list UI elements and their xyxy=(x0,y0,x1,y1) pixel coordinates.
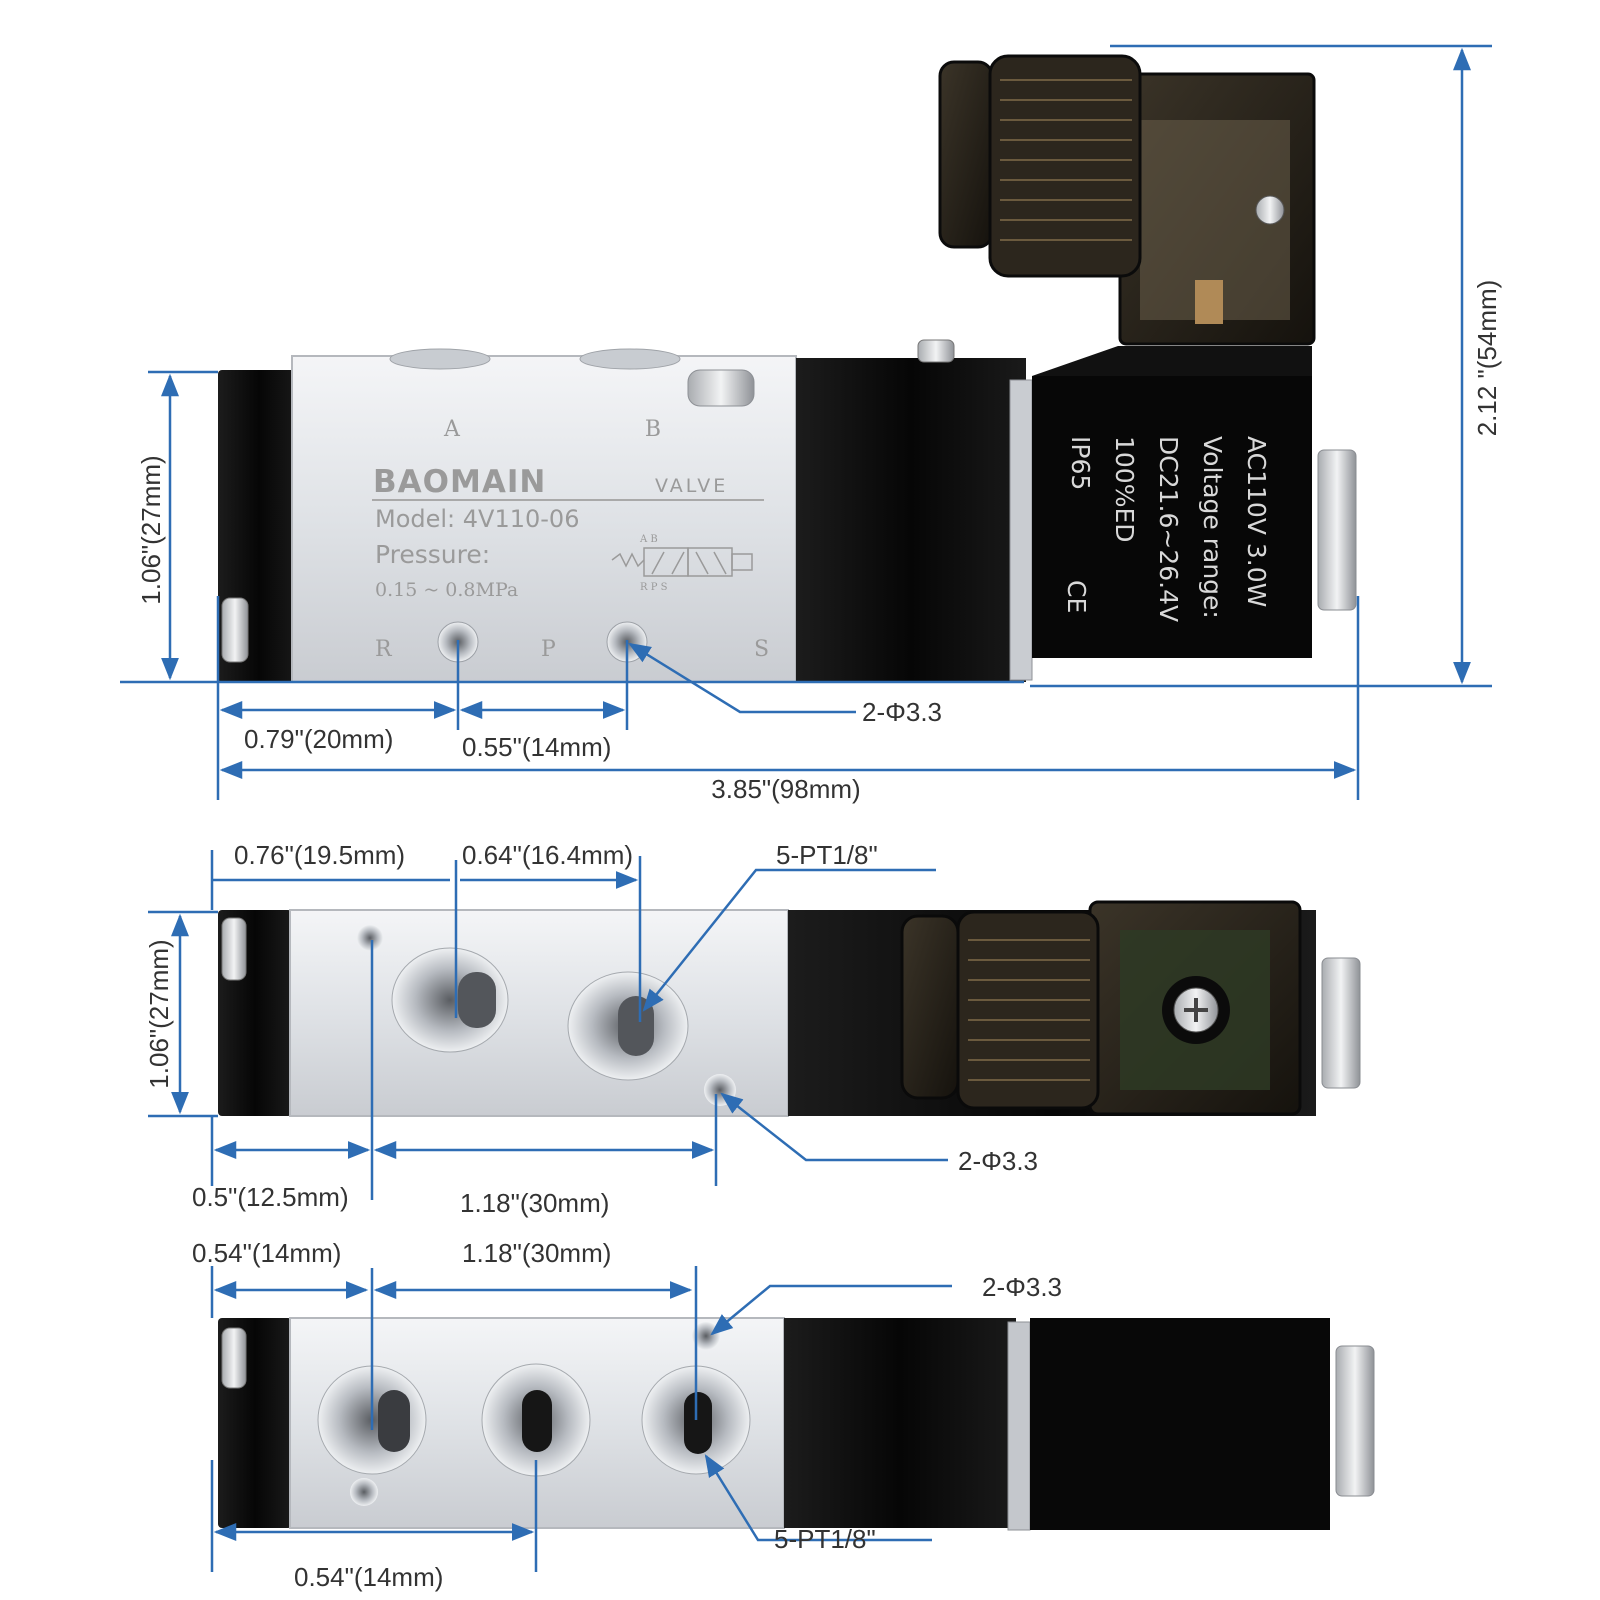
svg-text:1.06"(27mm): 1.06"(27mm) xyxy=(144,939,174,1088)
front-height-label: 1.06"(27mm) xyxy=(136,455,166,604)
top-mount-hole-1 xyxy=(357,925,383,951)
bottom-offset-p-label: 0.54"(14mm) xyxy=(294,1562,443,1592)
coil-line-3: DC21.6~26.4V xyxy=(1154,436,1183,622)
top-hole-callout: 2-Φ3.3 xyxy=(958,1146,1038,1176)
svg-text:1.06"(27mm): 1.06"(27mm) xyxy=(136,455,166,604)
front-plug-terminal xyxy=(1195,280,1223,324)
top-dimension-lines xyxy=(148,850,948,1200)
top-port-callout: 5-PT1/8" xyxy=(776,840,878,870)
front-plug-screw xyxy=(1255,195,1285,225)
top-cable-gland xyxy=(900,914,960,1100)
front-top-port-a xyxy=(389,348,491,370)
front-cable-gland xyxy=(938,60,994,249)
top-view: 0.76"(19.5mm) 0.64"(16.4mm) 5-PT1/8" 1.0… xyxy=(144,840,1361,1218)
top-screw-cross xyxy=(1184,998,1208,1022)
svg-text:2.12 "(54mm): 2.12 "(54mm) xyxy=(1472,280,1502,437)
top-offset-hole-label: 0.5"(12.5mm) xyxy=(192,1182,349,1212)
pressure-range: 0.15 ~ 0.8MPa xyxy=(375,579,518,601)
coil-line-5: IP65 xyxy=(1066,436,1095,490)
front-gland-coil xyxy=(988,54,1142,278)
coil-label-group: AC110V 3.0W Voltage range: DC21.6~26.4V … xyxy=(1066,436,1271,622)
bottom-port-callout: 5-PT1/8" xyxy=(774,1524,876,1554)
front-right-nut xyxy=(1317,449,1357,611)
bottom-dimension-lines xyxy=(210,1266,952,1572)
bottom-solenoid-housing xyxy=(784,1318,1016,1528)
top-gland-threads xyxy=(968,939,1090,1081)
model-text: Model: 4V110-06 xyxy=(375,505,579,533)
pressure-label: Pressure: xyxy=(375,540,490,569)
valve-symbol xyxy=(611,547,753,577)
symbol-top-text: A B xyxy=(639,534,658,545)
port-label-a: A xyxy=(443,417,461,442)
port-label-s: S xyxy=(754,637,769,662)
front-top-port-b xyxy=(579,348,681,370)
bottom-port-p-slot xyxy=(522,1390,552,1452)
port-label-r: R xyxy=(375,637,393,662)
front-total-height-label: 2.12 "(54mm) xyxy=(1472,280,1502,437)
front-length-label: 3.85"(98mm) xyxy=(711,774,860,804)
svg-text:CE: CE xyxy=(1062,580,1091,613)
bottom-port-r-slot xyxy=(378,1390,410,1452)
bottom-coil-block xyxy=(1030,1318,1330,1530)
bottom-hole-spacing-label: 1.18"(30mm) xyxy=(462,1238,611,1268)
bottom-offset-r-label: 0.54"(14mm) xyxy=(192,1238,341,1268)
bottom-ring-clamp xyxy=(1007,1321,1031,1531)
coil-line-1: AC110V 3.0W xyxy=(1242,436,1271,607)
bottom-view: 0.54"(14mm) 1.18"(30mm) 2-Φ3.3 5-PT1/8" … xyxy=(192,1238,1375,1592)
symbol-bottom-text: R P S xyxy=(640,582,668,593)
valve-text: VALVE xyxy=(655,475,728,497)
top-endcap-screw xyxy=(221,917,247,981)
front-coil-wedge xyxy=(1032,346,1312,376)
bottom-endcap-screw xyxy=(221,1327,247,1389)
front-offset-label: 0.79"(20mm) xyxy=(244,724,393,754)
front-dimension-lines xyxy=(120,44,1492,800)
front-ring-clamp xyxy=(1009,379,1033,681)
front-spacing-label: 0.55"(14mm) xyxy=(462,732,611,762)
port-label-p: P xyxy=(541,637,556,662)
front-top-screw xyxy=(687,369,755,407)
front-coil-block xyxy=(1032,376,1312,658)
front-solenoid-housing xyxy=(796,358,1026,682)
front-manual-override xyxy=(917,339,955,363)
top-right-nut xyxy=(1321,957,1361,1089)
bottom-mount-hole-2 xyxy=(350,1478,378,1506)
bottom-port-s-slot xyxy=(684,1392,712,1454)
top-offset-a-label: 0.76"(19.5mm) xyxy=(234,840,405,870)
coil-line-4: 100%ED xyxy=(1110,436,1139,543)
front-endcap-screw xyxy=(221,597,249,663)
top-height-label: 1.06"(27mm) xyxy=(144,939,174,1088)
bottom-right-nut xyxy=(1335,1345,1375,1497)
top-hole-spacing-label: 1.18"(30mm) xyxy=(460,1188,609,1218)
front-view: A B BAOMAIN VALVE Model: 4V110-06 Pressu… xyxy=(120,44,1502,804)
front-hole-callout: 2-Φ3.3 xyxy=(862,697,942,727)
coil-line-2: Voltage range: xyxy=(1198,436,1227,619)
brand-text: BAOMAIN xyxy=(373,464,546,500)
top-spacing-ab-label: 0.64"(16.4mm) xyxy=(462,840,633,870)
top-gland-coil xyxy=(956,910,1100,1110)
front-gland-threads xyxy=(1000,79,1132,241)
top-port-a-slot xyxy=(458,972,496,1028)
ce-mark: CE xyxy=(1062,580,1091,613)
bottom-hole-callout: 2-Φ3.3 xyxy=(982,1272,1062,1302)
port-label-b: B xyxy=(645,417,661,442)
